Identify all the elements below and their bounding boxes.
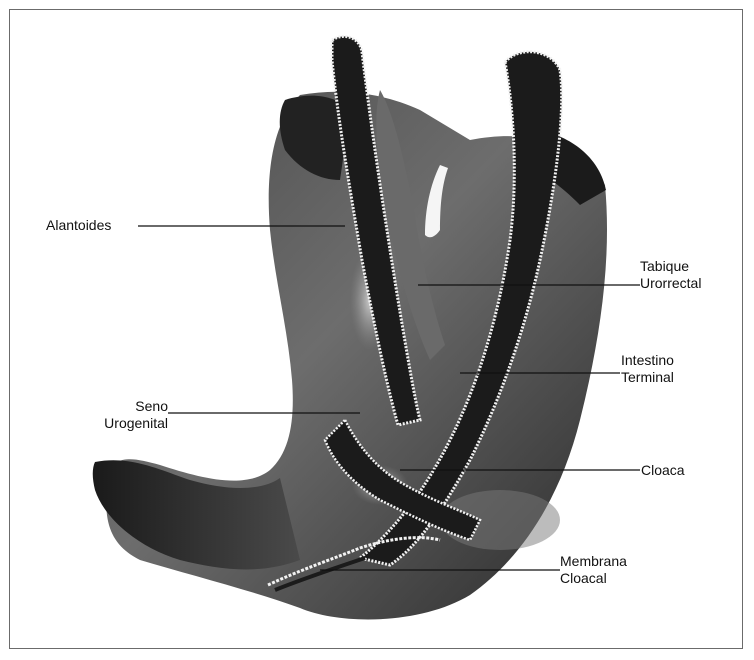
label-seno-urogenital: Seno Urogenital	[92, 398, 168, 432]
label-intestino-terminal: Intestino Terminal	[621, 352, 674, 386]
label-cloaca: Cloaca	[641, 462, 685, 479]
label-membrana-cloacal: Membrana Cloacal	[560, 553, 627, 587]
label-tabique-urorrectal: Tabique Urorrectal	[640, 258, 701, 292]
label-alantoides: Alantoides	[46, 217, 111, 234]
